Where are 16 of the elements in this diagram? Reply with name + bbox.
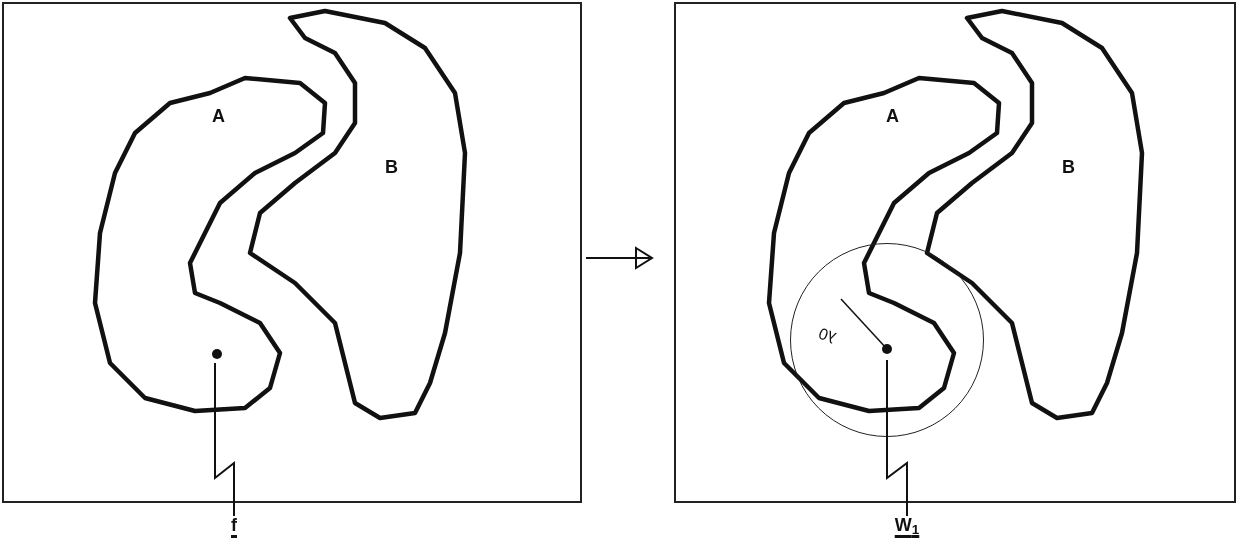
leader-line <box>214 362 235 517</box>
region-outline <box>926 10 1143 420</box>
region-letter: B <box>1062 158 1075 176</box>
frame-box <box>2 2 582 503</box>
frame-box <box>674 2 1236 503</box>
region-letter: A <box>212 107 225 125</box>
region-outline <box>94 77 326 413</box>
region-letter: B <box>385 158 398 176</box>
radius-label: λ0 <box>816 324 839 346</box>
region-letter: A <box>886 107 899 125</box>
leader-line <box>886 359 908 517</box>
point-label: W$_{1}$ <box>887 516 927 550</box>
region-outline <box>249 10 466 420</box>
arrow <box>585 247 653 269</box>
region-outline <box>768 77 1000 413</box>
point-label: f <box>220 516 248 546</box>
